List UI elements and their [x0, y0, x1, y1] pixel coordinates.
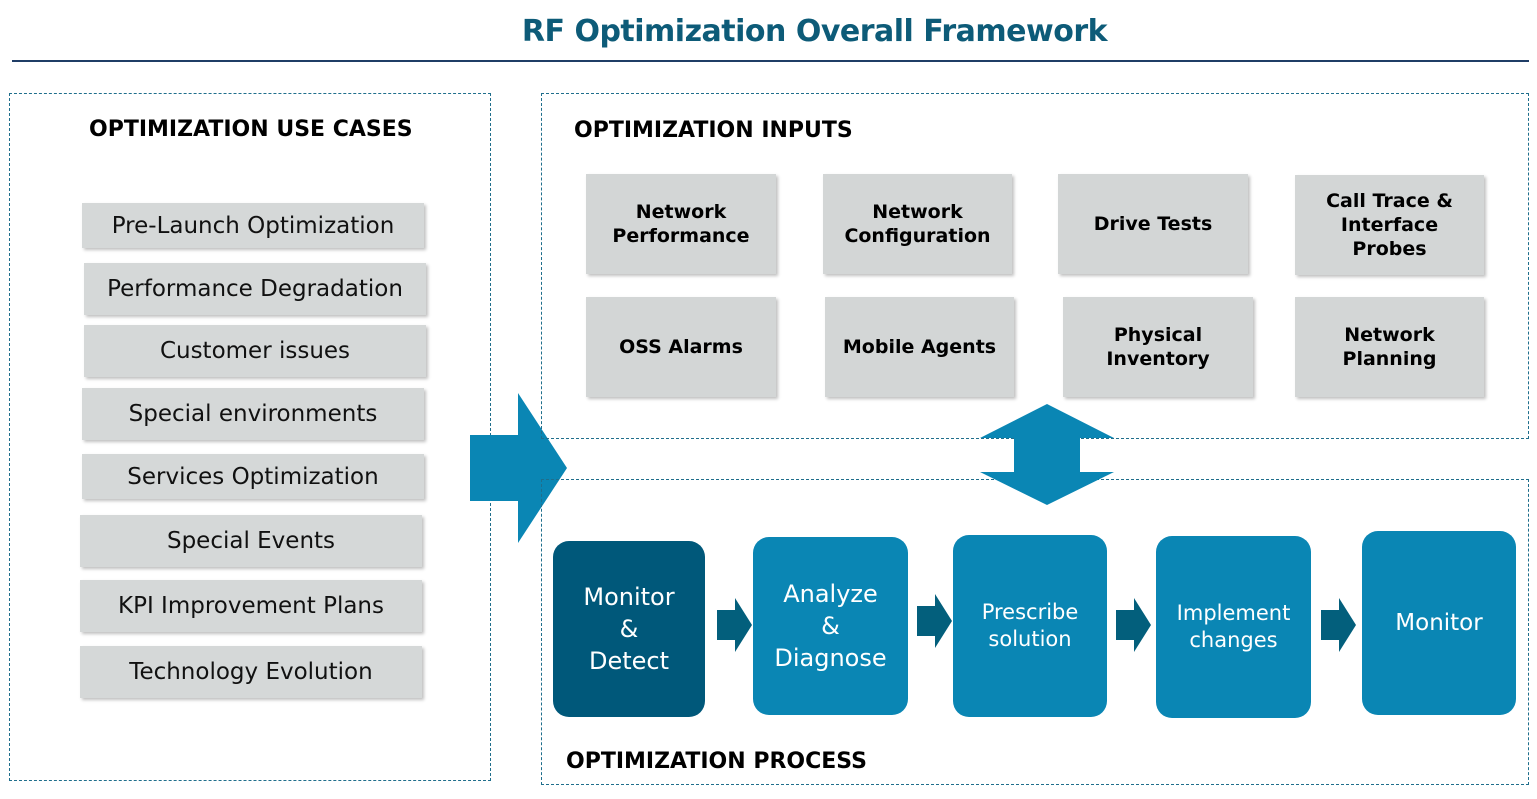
double-vertical-arrow — [980, 404, 1114, 505]
input-network-performance: Network Performance — [586, 174, 776, 274]
big-right-arrow — [470, 393, 567, 543]
input-mobile-agents: Mobile Agents — [825, 297, 1014, 397]
input-network-configuration: Network Configuration — [823, 174, 1012, 274]
flow-arrow-1 — [717, 598, 752, 652]
inputs-heading: OPTIMIZATION INPUTS — [574, 118, 853, 143]
use-case-special-environments: Special environments — [82, 388, 424, 440]
input-drive-tests: Drive Tests — [1058, 174, 1248, 274]
title-divider — [12, 60, 1529, 62]
flow-arrow-4 — [1321, 598, 1356, 652]
use-case-special-events: Special Events — [80, 515, 422, 567]
input-physical-inventory: Physical Inventory — [1063, 297, 1253, 397]
use-case-services-optimization: Services Optimization — [82, 454, 424, 499]
use-case-pre-launch: Pre-Launch Optimization — [82, 203, 424, 248]
step-monitor-detect: Monitor & Detect — [553, 541, 705, 717]
use-case-kpi-improvement: KPI Improvement Plans — [80, 580, 422, 632]
page-title: RF Optimization Overall Framework — [521, 14, 1108, 49]
process-heading: OPTIMIZATION PROCESS — [566, 749, 867, 774]
flow-arrow-3 — [1116, 598, 1151, 652]
step-prescribe-solution: Prescribe solution — [953, 535, 1107, 717]
input-call-trace: Call Trace & Interface Probes — [1295, 175, 1484, 275]
step-monitor: Monitor — [1362, 531, 1516, 715]
input-network-planning: Network Planning — [1295, 297, 1484, 397]
use-case-customer-issues: Customer issues — [84, 325, 426, 377]
step-analyze-diagnose: Analyze & Diagnose — [753, 537, 908, 715]
input-oss-alarms: OSS Alarms — [586, 297, 776, 397]
step-implement-changes: Implement changes — [1156, 536, 1311, 718]
use-cases-heading: OPTIMIZATION USE CASES — [89, 117, 413, 142]
use-case-performance-degradation: Performance Degradation — [84, 263, 426, 315]
use-case-technology-evolution: Technology Evolution — [80, 646, 422, 698]
flow-arrow-2 — [917, 594, 952, 648]
